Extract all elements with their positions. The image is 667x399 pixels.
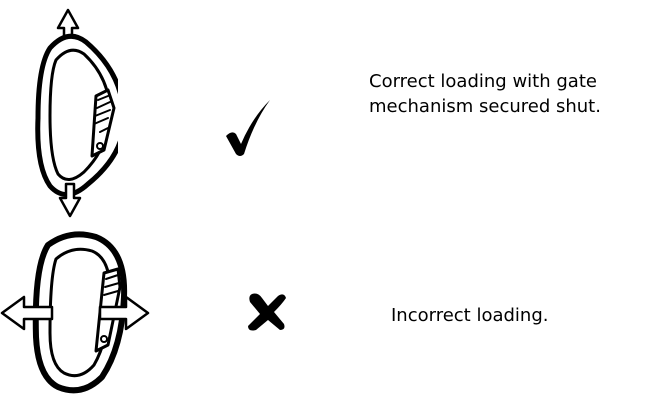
carabiner-incorrect-loading-illustration xyxy=(0,231,150,394)
cross-icon xyxy=(248,293,286,331)
load-arrow-left-icon xyxy=(0,295,54,331)
caption-incorrect-loading: Incorrect loading. xyxy=(391,305,549,326)
carabiner-icon xyxy=(32,231,128,394)
load-arrow-down-icon xyxy=(58,182,82,218)
carabiner-icon xyxy=(35,33,118,197)
carabiner-correct-loading-illustration xyxy=(35,8,118,218)
load-arrow-right-icon xyxy=(98,295,150,331)
checkmark-icon xyxy=(226,100,270,156)
caption-correct-loading: Correct loading with gate mechanism secu… xyxy=(369,71,601,117)
